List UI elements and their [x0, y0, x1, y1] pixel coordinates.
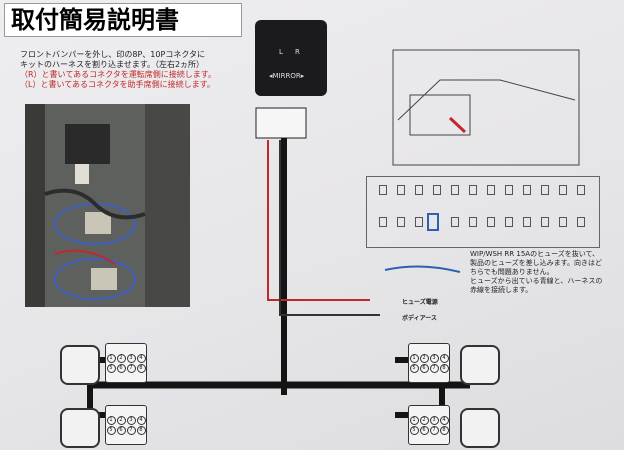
fuse-slot [397, 185, 405, 195]
fuse-line-4: ヒューズから出ている青線と、ハーネスの [470, 277, 603, 285]
page-title: 取付簡易説明書 [4, 3, 242, 37]
pin: 6 [419, 363, 429, 373]
pin: 8 [439, 425, 449, 435]
pin: 6 [116, 363, 126, 373]
mirror-switch: L R ◂MIRROR▸ [255, 20, 327, 96]
fuse-slot [577, 217, 585, 227]
connector-top-right: 1 2 3 4 5 6 7 8 [408, 343, 450, 383]
pin: 8 [439, 363, 449, 373]
fuse-line-5: 赤線を接続します。 [470, 286, 533, 294]
fuse-slot [415, 185, 423, 195]
instruction-line-3: （R）と書いてあるコネクタを運転席側に接続します。 [20, 70, 216, 79]
fuse-slot [469, 185, 477, 195]
fuse-box-diagram [366, 176, 600, 248]
pin: 2 [419, 415, 429, 425]
fuse-slot [541, 217, 549, 227]
fuse-slot [415, 217, 423, 227]
fuse-instructions: WIP/WSH RR 15Aのヒューズを抜いて、 製品のヒューズを差し込みます。… [470, 250, 620, 295]
fuse-line-2: 製品のヒューズを差し込みます。向きはど [470, 259, 602, 267]
pin: 7 [126, 425, 136, 435]
fuse-slot [523, 217, 531, 227]
fuse-slot [505, 185, 513, 195]
pin: 5 [106, 425, 116, 435]
fuse-slot [505, 217, 513, 227]
fuse-slot [487, 217, 495, 227]
fuse-slot [451, 217, 459, 227]
pin: 6 [419, 425, 429, 435]
install-instructions: フロントバンパーを外し、印の8P、10Pコネクタに キットのハーネスを割り込ませ… [20, 50, 225, 90]
pin: 7 [429, 425, 439, 435]
pin: 5 [409, 425, 419, 435]
fuse-slot [433, 185, 441, 195]
pin: 2 [116, 415, 126, 425]
pin: 3 [126, 353, 136, 363]
instruction-line-4: （L）と書いてあるコネクタを助手席側に接続します。 [20, 80, 215, 89]
pin: 1 [106, 353, 116, 363]
switch-left-label: L [279, 48, 283, 56]
fuse-slot [397, 217, 405, 227]
pin: 2 [116, 353, 126, 363]
pin: 4 [136, 353, 146, 363]
engine-bay-photo [25, 104, 190, 307]
switch-right-label: R [295, 48, 300, 56]
fuse-slot [577, 185, 585, 195]
fuse-slot [541, 185, 549, 195]
pin: 6 [116, 425, 126, 435]
fuse-line-3: ちらでも問題ありません。 [470, 268, 554, 276]
fuse-slot [559, 217, 567, 227]
fuse-power-label: ヒューズ電源 [402, 299, 438, 306]
pin: 8 [136, 363, 146, 373]
pin: 2 [419, 353, 429, 363]
connector-housing-left-bottom [60, 408, 100, 448]
pin: 3 [126, 415, 136, 425]
pin: 4 [439, 415, 449, 425]
pin: 1 [409, 415, 419, 425]
fuse-slot [379, 217, 387, 227]
fuse-slot [487, 185, 495, 195]
instruction-line-2: キットのハーネスを割り込ませます。（左右2ヵ所） [20, 60, 205, 69]
connector-housing-left-top [60, 345, 100, 385]
target-fuse-highlight [427, 213, 439, 231]
fuse-slot [469, 217, 477, 227]
fuse-slot [451, 185, 459, 195]
switch-mirror-label: ◂MIRROR▸ [269, 72, 305, 80]
fuse-slot [379, 185, 387, 195]
pin: 3 [429, 353, 439, 363]
pin: 3 [429, 415, 439, 425]
connector-housing-right-bottom [460, 408, 500, 448]
pin: 8 [136, 425, 146, 435]
pin: 7 [126, 363, 136, 373]
connector-housing-right-top [460, 345, 500, 385]
connector-top-left: 1 2 3 4 5 6 7 8 [105, 343, 147, 383]
fuse-slot [559, 185, 567, 195]
fuse-slot [523, 185, 531, 195]
pin: 1 [106, 415, 116, 425]
pin: 4 [136, 415, 146, 425]
pin: 5 [106, 363, 116, 373]
pin: 4 [439, 353, 449, 363]
pin: 5 [409, 363, 419, 373]
pin: 7 [429, 363, 439, 373]
instruction-line-1: フロントバンパーを外し、印の8P、10Pコネクタに [20, 50, 205, 59]
body-ground-label: ボディアース [402, 315, 437, 322]
connector-bottom-left: 1 2 3 4 5 6 7 8 [105, 405, 147, 445]
fuse-line-1: WIP/WSH RR 15Aのヒューズを抜いて、 [470, 250, 600, 258]
pin: 1 [409, 353, 419, 363]
connector-bottom-right: 1 2 3 4 5 6 7 8 [408, 405, 450, 445]
